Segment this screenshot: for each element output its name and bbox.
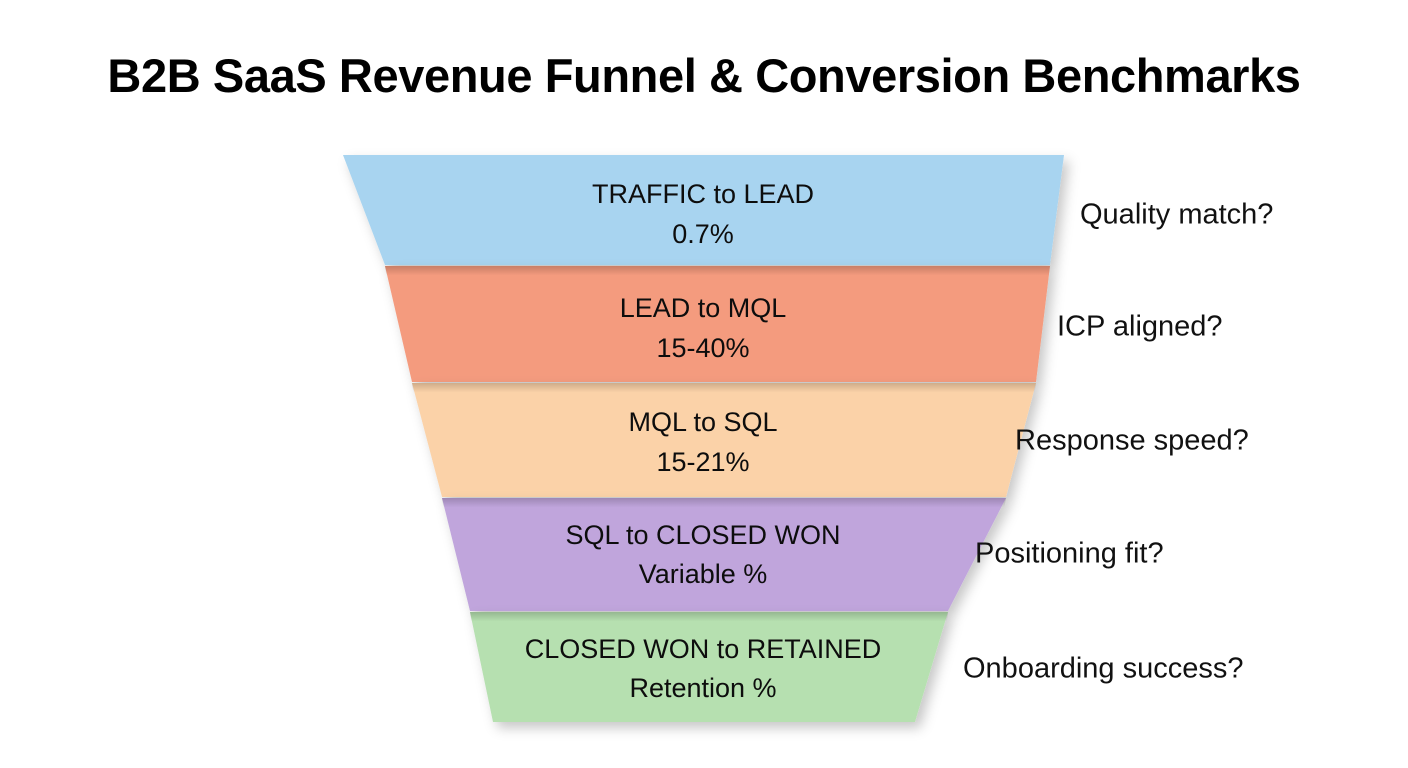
funnel-stage-value: Variable % (639, 559, 768, 589)
annotation-response-speed: Response speed? (1015, 424, 1249, 457)
funnel-stage-top-shade (442, 498, 1006, 532)
funnel-stage-label: TRAFFIC to LEAD (592, 179, 814, 209)
funnel-stage-lead-to-mql[interactable]: LEAD to MQL 15-40% (385, 266, 1050, 382)
funnel-stage-closed-won-to-retained[interactable]: CLOSED WON to RETAINED Retention % (470, 612, 948, 722)
funnel-stage-label: SQL to CLOSED WON (565, 520, 840, 550)
funnel-stage-top-shade (470, 612, 948, 646)
funnel-stage-shape (343, 155, 1064, 265)
funnel-stage-label: MQL to SQL (628, 407, 777, 437)
annotation-positioning-fit: Positioning fit? (975, 537, 1164, 570)
funnel-stage-value: 15-40% (656, 333, 749, 363)
funnel-stage-sql-to-closed-won[interactable]: SQL to CLOSED WON Variable % (442, 498, 1006, 611)
page-title: B2B SaaS Revenue Funnel & Conversion Ben… (107, 49, 1301, 102)
funnel-stage-label: CLOSED WON to RETAINED (525, 634, 882, 664)
funnel-stage-traffic-to-lead[interactable]: TRAFFIC to LEAD 0.7% (343, 155, 1064, 265)
funnel-stage-value: Retention % (629, 673, 776, 703)
annotation-icp-aligned: ICP aligned? (1057, 310, 1223, 343)
funnel-stage-value: 15-21% (656, 447, 749, 477)
funnel-stage-top-shade (412, 383, 1036, 417)
annotation-quality-match: Quality match? (1080, 198, 1274, 231)
annotation-onboarding-success: Onboarding success? (963, 652, 1244, 685)
funnel-stage-top-shade (385, 266, 1050, 300)
funnel-stage-mql-to-sql[interactable]: MQL to SQL 15-21% (412, 383, 1036, 497)
funnel-stage-label: LEAD to MQL (620, 293, 787, 323)
funnel-stage-value: 0.7% (672, 219, 734, 249)
